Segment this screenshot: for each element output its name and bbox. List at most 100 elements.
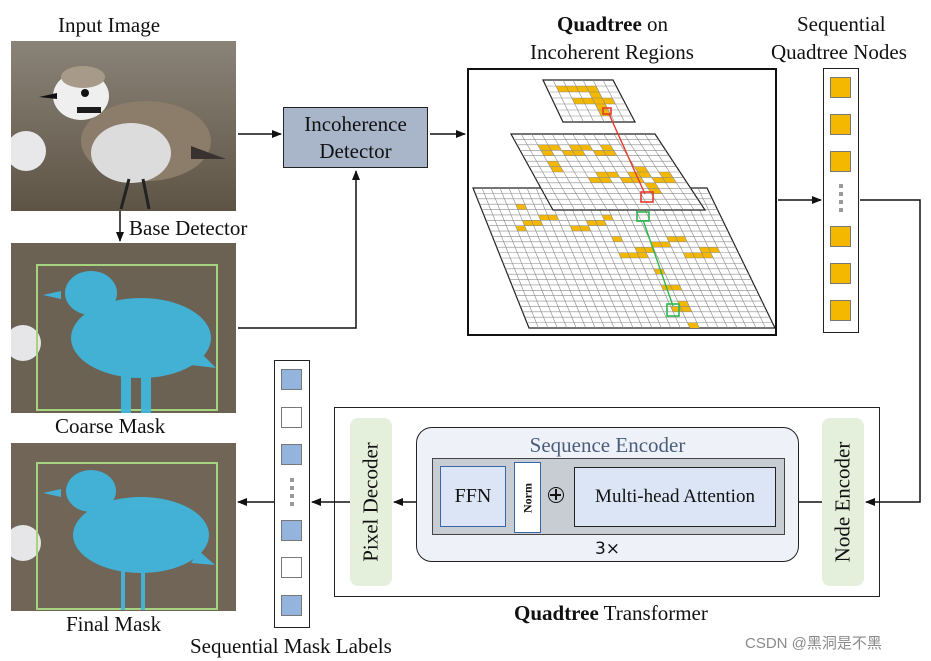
quadtree-level-fine-cell	[634, 247, 647, 253]
quadtree-node-cell	[830, 151, 851, 173]
quadtree-level-mid-cell	[644, 182, 659, 189]
quadtree-level-fine-gridline	[598, 187, 662, 329]
mask-label-cell	[281, 557, 302, 579]
quadtree-level-fine-cell	[570, 225, 582, 232]
bird-photo-coarse	[11, 243, 236, 413]
quadtree-level-mid-cell	[572, 150, 586, 156]
quadtree-level-coarse-cell	[602, 98, 616, 104]
sequential-mask-labels-strip	[274, 360, 310, 628]
quadtree-level-fine-cell	[653, 268, 666, 275]
sequential-nodes-line2: Quadtree Nodes	[771, 40, 907, 64]
quadtree-level-fine-cell	[659, 241, 672, 248]
norm-box: Norm	[514, 462, 541, 533]
quadtree-level-fine-cell	[515, 204, 527, 210]
quadtree-level-mid-gridline	[644, 133, 695, 211]
transformer-title-bold: Quadtree	[514, 601, 599, 625]
quadtree-level-mid-cell	[561, 150, 576, 156]
quadtree-level-fine-gridline	[661, 187, 728, 329]
quadtree-level-mid-cell	[588, 177, 602, 183]
quadtree-level-mid-cell	[540, 150, 555, 156]
quadtree-level-coarse-gridline	[572, 79, 595, 123]
quadtree-level-fine-cell	[650, 241, 663, 248]
quadtree-level-mid-cell	[634, 166, 649, 172]
ffn-box: FFN	[440, 466, 506, 527]
mask-label-cell	[281, 406, 302, 428]
transformer-title-rest: Transformer	[598, 601, 708, 625]
quadtree-level-mid-cell	[579, 144, 593, 151]
quadtree-level-mid-cell	[662, 177, 677, 183]
quadtree-level-mid-cell	[568, 144, 583, 151]
quadtree-level-mid-cell	[598, 177, 613, 183]
quadtree-level-coarse-cell	[586, 86, 600, 92]
ffn-label: FFN	[454, 485, 492, 507]
quadtree-level-fine-cell	[531, 220, 543, 226]
quadtree-level-coarse-gridline	[602, 79, 625, 123]
quadtree-level-mid-gridline	[593, 133, 641, 211]
multihead-attention-label: Multi-head Attention	[595, 486, 755, 507]
quadtree-level-fine-gridline	[670, 187, 738, 329]
mask-label-cell	[281, 519, 302, 541]
quadtree-level-mid-cell	[592, 150, 607, 156]
quadtree-level-fine-cell	[618, 252, 631, 258]
quadtree-level-fine-gridline	[643, 187, 710, 329]
quadtree-level-mid-cell	[637, 172, 652, 178]
arrow-coarse-to-detector	[238, 170, 360, 329]
quadtree-level-fine-cell	[611, 236, 624, 242]
quadtree-level-mid-cell	[619, 177, 634, 183]
pixel-decoder-panel: Pixel Decoder	[350, 418, 392, 586]
quadtree-level-fine-cell	[538, 214, 550, 221]
quadtree-level-mid-cell	[658, 172, 673, 178]
mask-label-cell	[281, 594, 302, 616]
quadtree-node-ellipsis	[839, 184, 843, 214]
quadtree-level-fine-cell	[666, 236, 679, 242]
node-encoder-panel: Node Encoder	[822, 418, 864, 586]
quadtree-level-mid-cell	[630, 177, 645, 183]
arrow-nodes-to-node-encoder	[860, 199, 921, 506]
quadtree-level-fine-cell	[698, 247, 711, 253]
quadtree-level-fine-cell	[708, 247, 720, 253]
quadtree-level-coarse-gridline	[582, 79, 605, 123]
quadtree-node-cell	[830, 114, 851, 136]
quadtree-levels	[472, 79, 776, 329]
sequential-nodes-line1: Sequential	[797, 12, 886, 36]
quadtree-highlight-mid	[640, 191, 654, 203]
quadtree-level-fine-gridline	[688, 187, 757, 329]
quadtree-level-fine-cell	[677, 301, 690, 307]
quadtree-node-cell	[830, 262, 851, 284]
quadtree-node-cell	[830, 299, 851, 321]
quadtree-panel	[467, 68, 777, 336]
final-mask-image	[11, 443, 236, 611]
quadtree-node-cell	[830, 225, 851, 247]
quadtree-level-coarse-cell	[581, 98, 596, 104]
quadtree-level-fine-cell	[547, 214, 559, 221]
quadtree-title-line1: Quadtree on	[557, 14, 668, 35]
sequence-encoder-panel: Sequence Encoder FFN Norm Multi-head Att…	[416, 427, 799, 562]
quadtree-highlight-coarse	[602, 107, 612, 115]
coarse-mask-label: Coarse Mask	[55, 414, 166, 438]
repeat-count: 3×	[594, 539, 621, 559]
quadtree-level-mid-cell	[546, 161, 561, 167]
final-mask-label: Final Mask	[66, 612, 162, 636]
mask-label-cell	[281, 444, 302, 466]
incoherence-detector-line2: Detector	[319, 139, 392, 163]
quadtree-title-on: on	[641, 12, 669, 36]
quadtree-level-mid-cell	[537, 144, 552, 151]
quadtree-level-mid-cell	[603, 150, 618, 156]
quadtree-level-fine-cell	[627, 252, 640, 258]
quadtree-level-fine-gridline	[652, 187, 719, 329]
input-image-label: Input Image	[58, 13, 161, 37]
quadtree-level-mid-cell	[550, 166, 564, 172]
coarse-mask-image	[11, 243, 236, 413]
quadtree-level-fine-cell	[680, 306, 692, 312]
quadtree-level-coarse-cell	[565, 86, 579, 92]
quadtree-level-fine-cell	[687, 322, 700, 328]
quadtree-level-coarse-cell	[589, 92, 603, 98]
quadtree-level-coarse-gridline	[592, 79, 615, 123]
watermark: CSDN @黑洞是不黑	[745, 635, 882, 652]
quadtree-level-fine-cell	[601, 214, 614, 221]
quadtree-link-red	[608, 113, 646, 195]
quadtree-level-fine-cell	[701, 252, 714, 258]
quadtree-level-coarse-cell	[592, 98, 606, 104]
quadtree-level-fine-gridline	[697, 187, 766, 329]
